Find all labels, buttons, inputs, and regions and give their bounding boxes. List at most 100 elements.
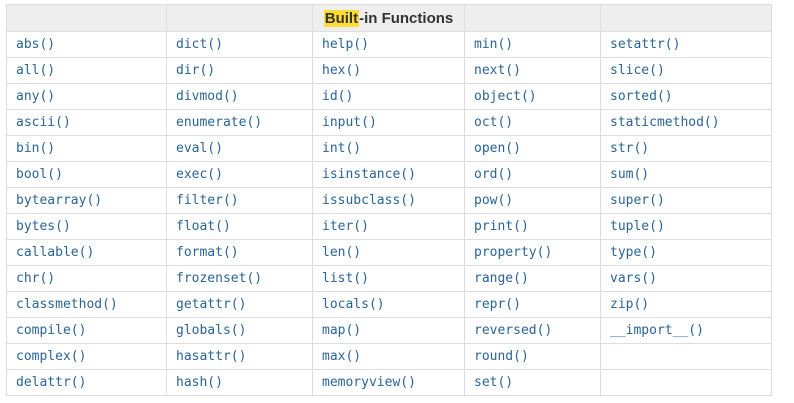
- function-link[interactable]: divmod(): [176, 89, 239, 104]
- function-link[interactable]: enumerate(): [176, 115, 263, 130]
- function-link[interactable]: staticmethod(): [610, 115, 720, 130]
- table-cell: eval(): [166, 135, 313, 162]
- table-cell: sorted(): [600, 83, 772, 110]
- function-link[interactable]: reversed(): [474, 323, 553, 338]
- function-link[interactable]: ord(): [474, 167, 514, 182]
- table-row: delattr() hash() memoryview() set(): [6, 369, 772, 396]
- table-cell: delattr(): [6, 369, 167, 396]
- function-link[interactable]: abs(): [16, 37, 56, 52]
- table-row: classmethod() getattr() locals() repr() zip(…: [6, 291, 772, 318]
- function-link[interactable]: exec(): [176, 167, 223, 182]
- function-link[interactable]: sum(): [610, 167, 650, 182]
- function-link[interactable]: help(): [322, 37, 369, 52]
- function-link[interactable]: tuple(): [610, 219, 665, 234]
- function-link[interactable]: zip(): [610, 297, 650, 312]
- header-cell-empty: [166, 4, 313, 32]
- function-link[interactable]: len(): [322, 245, 362, 260]
- function-link[interactable]: round(): [474, 349, 529, 364]
- function-link[interactable]: eval(): [176, 141, 223, 156]
- function-link[interactable]: all(): [16, 63, 56, 78]
- function-link[interactable]: bin(): [16, 141, 56, 156]
- function-link[interactable]: hash(): [176, 375, 223, 390]
- function-link[interactable]: min(): [474, 37, 514, 52]
- function-link[interactable]: max(): [322, 349, 362, 364]
- table-cell: issubclass(): [312, 187, 465, 214]
- title-highlight: Built: [323, 9, 360, 27]
- function-link[interactable]: compile(): [16, 323, 87, 338]
- function-link[interactable]: iter(): [322, 219, 369, 234]
- function-link[interactable]: format(): [176, 245, 239, 260]
- function-link[interactable]: ascii(): [16, 115, 71, 130]
- table-row: ascii() enumerate() input() oct() staticmeth…: [6, 109, 772, 136]
- function-link[interactable]: vars(): [610, 271, 657, 286]
- table-cell: exec(): [166, 161, 313, 188]
- table-cell: sum(): [600, 161, 772, 188]
- table-cell: ascii(): [6, 109, 167, 136]
- function-link[interactable]: any(): [16, 89, 56, 104]
- table-cell: staticmethod(): [600, 109, 772, 136]
- function-link[interactable]: issubclass(): [322, 193, 416, 208]
- function-link[interactable]: hasattr(): [176, 349, 247, 364]
- table-cell: id(): [312, 83, 465, 110]
- table-cell: type(): [600, 239, 772, 266]
- title-rest: -in Functions: [359, 9, 454, 27]
- function-link[interactable]: isinstance(): [322, 167, 416, 182]
- function-link[interactable]: bool(): [16, 167, 63, 182]
- function-link[interactable]: delattr(): [16, 375, 87, 390]
- function-link[interactable]: complex(): [16, 349, 87, 364]
- function-link[interactable]: pow(): [474, 193, 514, 208]
- function-link[interactable]: input(): [322, 115, 377, 130]
- function-link[interactable]: bytes(): [16, 219, 71, 234]
- function-link[interactable]: globals(): [176, 323, 247, 338]
- header-cell-empty: [6, 4, 167, 32]
- function-link[interactable]: hex(): [322, 63, 362, 78]
- function-link[interactable]: open(): [474, 141, 521, 156]
- function-link[interactable]: list(): [322, 271, 369, 286]
- table-row: bytearray() filter() issubclass() pow() supe…: [6, 187, 772, 214]
- function-link[interactable]: chr(): [16, 271, 56, 286]
- function-link[interactable]: setattr(): [610, 37, 681, 52]
- function-link[interactable]: locals(): [322, 297, 385, 312]
- function-link[interactable]: int(): [322, 141, 362, 156]
- function-link[interactable]: print(): [474, 219, 529, 234]
- function-link[interactable]: float(): [176, 219, 231, 234]
- table-row: compile() globals() map() reversed() __impor…: [6, 317, 772, 344]
- table-cell: pow(): [464, 187, 601, 214]
- function-link[interactable]: next(): [474, 63, 521, 78]
- function-link[interactable]: oct(): [474, 115, 514, 130]
- function-link[interactable]: __import__(): [610, 323, 704, 338]
- function-link[interactable]: property(): [474, 245, 553, 260]
- function-link[interactable]: set(): [474, 375, 514, 390]
- function-link[interactable]: type(): [610, 245, 657, 260]
- function-link[interactable]: classmethod(): [16, 297, 118, 312]
- table-row: chr() frozenset() list() range() vars(): [6, 265, 772, 292]
- function-link[interactable]: memoryview(): [322, 375, 416, 390]
- table-cell: iter(): [312, 213, 465, 240]
- function-link[interactable]: map(): [322, 323, 362, 338]
- function-link[interactable]: super(): [610, 193, 665, 208]
- table-cell: min(): [464, 31, 601, 58]
- function-link[interactable]: frozenset(): [176, 271, 263, 286]
- function-link[interactable]: callable(): [16, 245, 95, 260]
- function-link[interactable]: id(): [322, 89, 354, 104]
- table-cell: ord(): [464, 161, 601, 188]
- function-link[interactable]: slice(): [610, 63, 665, 78]
- header-cell-empty: [600, 4, 772, 32]
- table-row: abs() dict() help() min() setattr(): [6, 31, 772, 58]
- function-link[interactable]: filter(): [176, 193, 239, 208]
- table-cell: [600, 343, 772, 370]
- function-link[interactable]: dir(): [176, 63, 216, 78]
- table-cell: classmethod(): [6, 291, 167, 318]
- function-link[interactable]: dict(): [176, 37, 223, 52]
- table-cell: list(): [312, 265, 465, 292]
- function-link[interactable]: range(): [474, 271, 529, 286]
- function-link[interactable]: bytearray(): [16, 193, 103, 208]
- table-cell: hash(): [166, 369, 313, 396]
- function-link[interactable]: getattr(): [176, 297, 247, 312]
- function-link[interactable]: sorted(): [610, 89, 673, 104]
- table-cell: all(): [6, 57, 167, 84]
- function-link[interactable]: str(): [610, 141, 650, 156]
- function-link[interactable]: object(): [474, 89, 537, 104]
- table-cell: super(): [600, 187, 772, 214]
- function-link[interactable]: repr(): [474, 297, 521, 312]
